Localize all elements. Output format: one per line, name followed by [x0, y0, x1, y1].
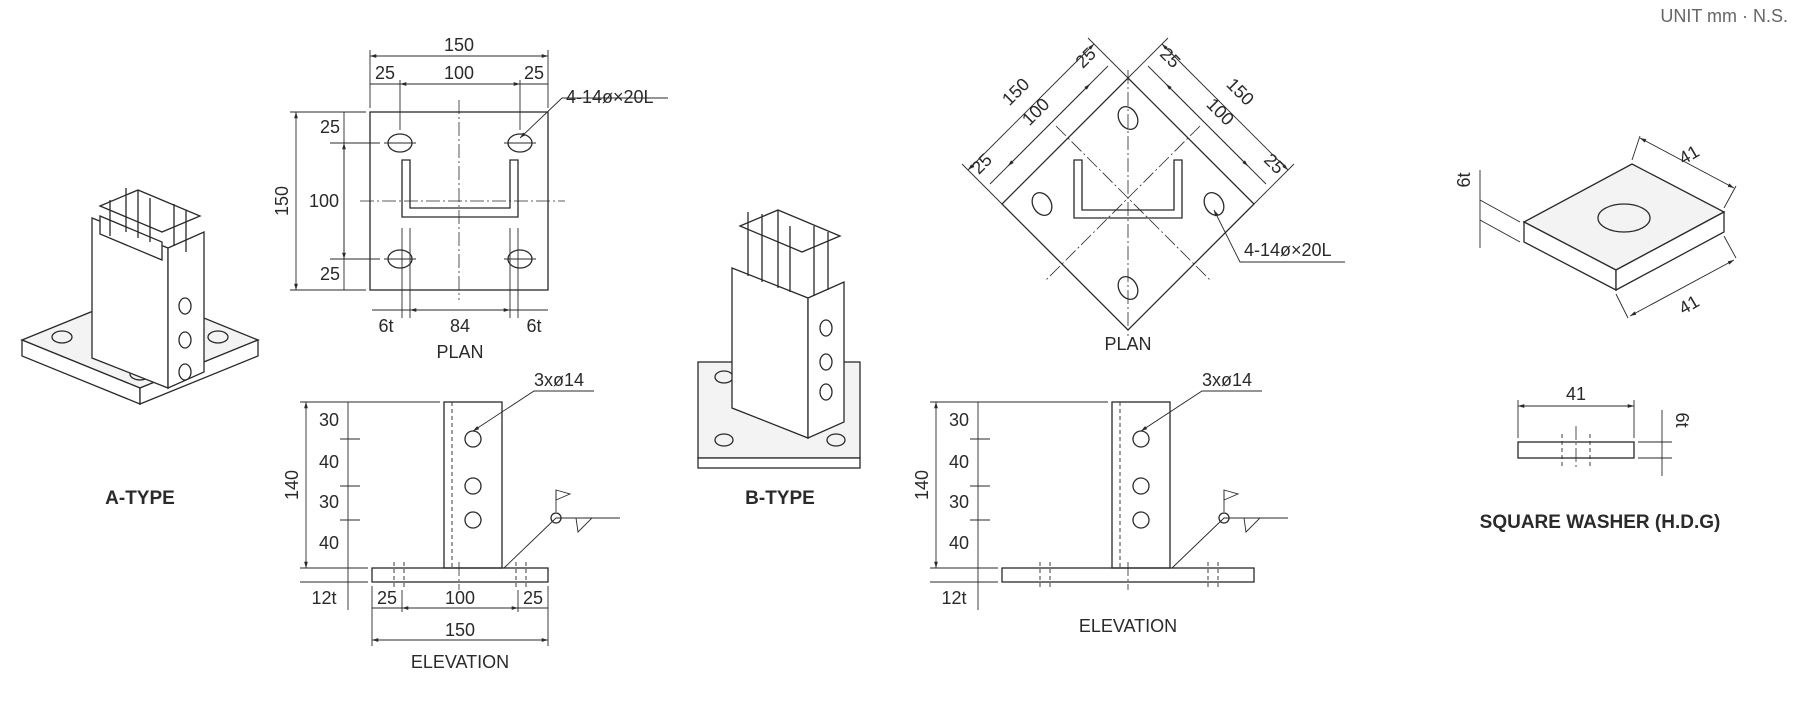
a-type-caption: A-TYPE [105, 488, 175, 509]
washer-side-thick: 6t [1672, 412, 1692, 427]
a-type-isometric [20, 188, 260, 405]
b-plan-left-a: 25 [1072, 44, 1100, 72]
b-elev-s1: 30 [949, 410, 969, 430]
washer-side-width: 41 [1566, 384, 1586, 404]
b-plan-left-mid: 100 [1018, 94, 1053, 129]
a-elev-bottom-right: 25 [523, 588, 543, 608]
b-elev-thickness: 12t [941, 588, 966, 608]
washer-side-view [1517, 400, 1672, 476]
washer-caption: SQUARE WASHER (H.D.G) [1480, 512, 1721, 533]
a-plan-side-total: 150 [272, 186, 292, 216]
a-plan-bottom-right: 6t [526, 316, 541, 336]
a-plan-top-right: 25 [524, 63, 544, 83]
washer-isometric [1479, 135, 1737, 319]
washer-iso-thick: 6t [1454, 172, 1474, 187]
a-plan-top-mid: 100 [444, 63, 474, 83]
a-plan-top-left: 25 [375, 63, 395, 83]
a-elev-label: ELEVATION [411, 652, 509, 672]
b-elev-label: ELEVATION [1079, 616, 1177, 636]
a-plan-bottom-mid: 84 [450, 316, 470, 336]
a-elev-s3: 30 [319, 492, 339, 512]
b-type-caption: B-TYPE [745, 488, 815, 509]
a-elev-thickness: 12t [311, 588, 336, 608]
a-plan-bottom-left: 6t [378, 316, 393, 336]
b-type-elevation-view [930, 390, 1288, 610]
b-elev-total: 140 [912, 470, 932, 500]
washer-iso-top: 41 [1675, 141, 1702, 168]
a-plan-top-total: 150 [444, 35, 474, 55]
b-type-plan-view [961, 37, 1345, 336]
a-plan-side-mid: 100 [309, 191, 339, 211]
b-plan-right-mid: 100 [1203, 94, 1238, 129]
b-plan-right-a: 25 [1156, 44, 1184, 72]
a-elev-s1: 30 [319, 410, 339, 430]
a-elev-bottom-mid: 100 [445, 588, 475, 608]
a-type-elevation-view [300, 390, 620, 646]
unit-note: UNIT mm · N.S. [1660, 6, 1788, 26]
b-elev-s2: 40 [949, 452, 969, 472]
washer-iso-bottom: 41 [1675, 291, 1702, 318]
b-elev-s3: 30 [949, 492, 969, 512]
a-elev-s4: 40 [319, 533, 339, 553]
b-elev-hole-note: 3xø14 [1202, 370, 1252, 390]
a-plan-hole-note: 4-14ø×20L [566, 87, 654, 107]
a-elev-hole-note: 3xø14 [534, 370, 584, 390]
b-plan-label: PLAN [1104, 334, 1151, 354]
b-type-isometric [697, 209, 861, 469]
a-plan-side-top: 25 [320, 117, 340, 137]
a-elev-total: 140 [282, 470, 302, 500]
b-plan-hole-note: 4-14ø×20L [1244, 240, 1332, 260]
a-elev-bottom-left: 25 [377, 588, 397, 608]
a-type-plan-view [290, 50, 668, 318]
b-elev-s4: 40 [949, 533, 969, 553]
a-elev-s2: 40 [319, 452, 339, 472]
a-plan-side-bottom: 25 [320, 264, 340, 284]
a-elev-bottom-total: 150 [445, 620, 475, 640]
a-plan-label: PLAN [436, 342, 483, 362]
